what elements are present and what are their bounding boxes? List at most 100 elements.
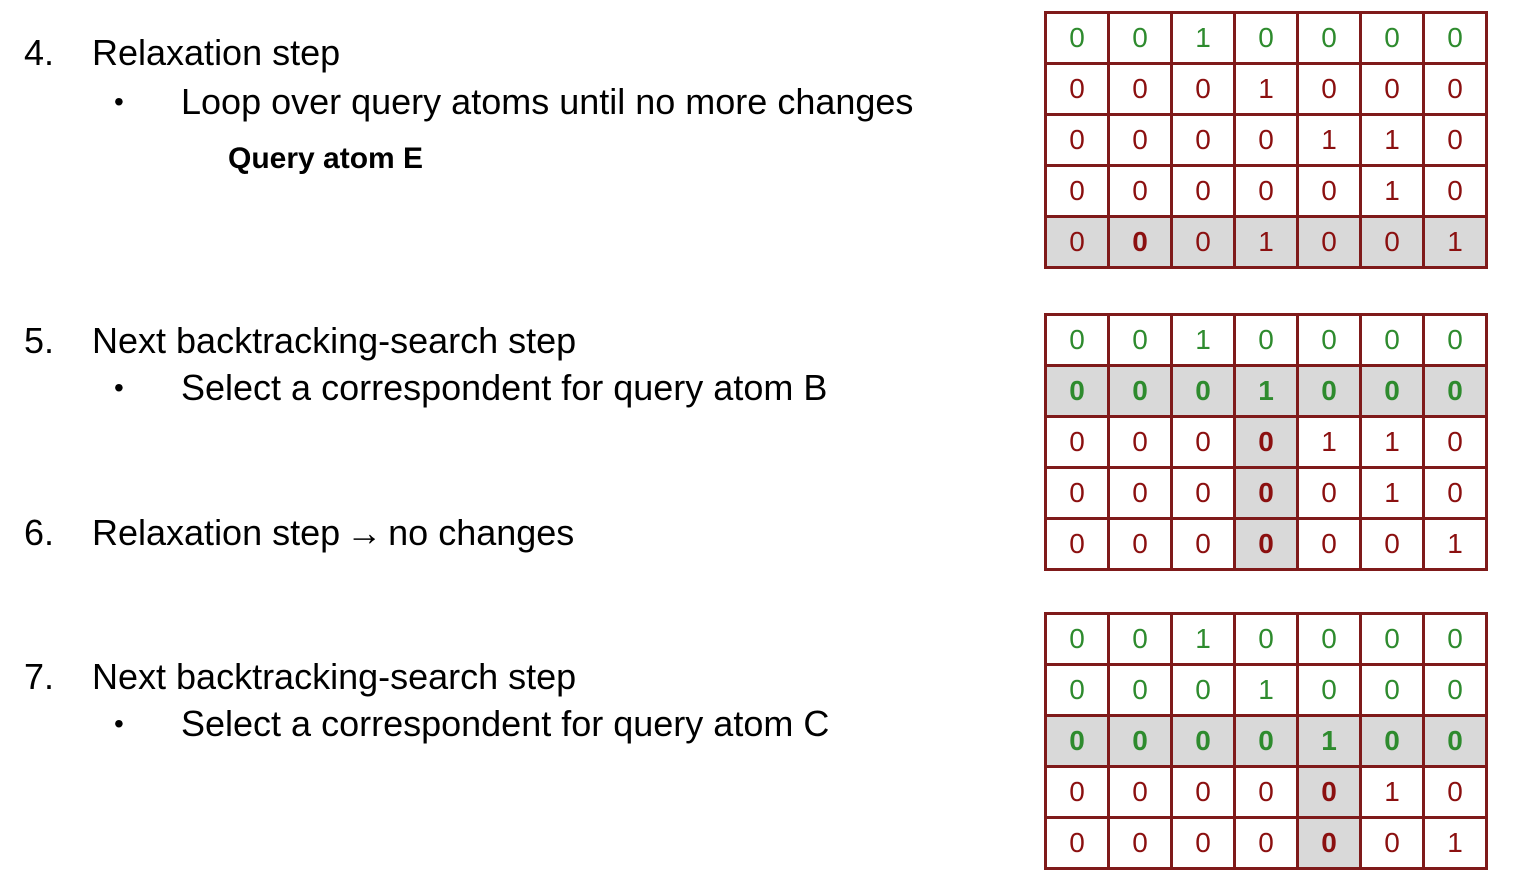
matrix-cell: 0 (1359, 816, 1425, 870)
matrix-cell: 0 (1359, 663, 1425, 717)
matrix-cell: 0 (1359, 215, 1425, 269)
matrix-cell: 0 (1107, 612, 1173, 666)
matrix-cell: 0 (1296, 364, 1362, 418)
matrix-cell: 0 (1107, 466, 1173, 520)
matrix-cell: 0 (1107, 816, 1173, 870)
matrix-cell: 0 (1233, 415, 1299, 469)
matrix-cell: 0 (1107, 11, 1173, 65)
matrix-cell: 0 (1233, 313, 1299, 367)
right-arrow-icon: → (346, 512, 383, 553)
matrix-cell: 0 (1044, 364, 1110, 418)
matrix-cell: 0 (1422, 364, 1488, 418)
step-result: no changes (388, 512, 575, 553)
matrix-cell: 0 (1422, 113, 1488, 167)
matrix-cell: 0 (1296, 663, 1362, 717)
step-title: Relaxation step (92, 32, 341, 73)
matrix-cell: 1 (1359, 466, 1425, 520)
matrix-cell: 0 (1233, 11, 1299, 65)
matrix-cell: 0 (1107, 765, 1173, 819)
matrix-cell: 1 (1359, 164, 1425, 218)
matrix-cell: 1 (1170, 313, 1236, 367)
matrix-cell: 0 (1233, 113, 1299, 167)
matrix-cell: 0 (1044, 816, 1110, 870)
matrix-cell: 0 (1359, 62, 1425, 116)
matrix-cell: 0 (1233, 164, 1299, 218)
matrix-cell: 0 (1422, 612, 1488, 666)
matrix-cell: 0 (1170, 113, 1236, 167)
matrix-cell: 0 (1296, 765, 1362, 819)
step-number: 7. (24, 656, 55, 697)
matrix-cell: 0 (1107, 364, 1173, 418)
matrix-cell: 0 (1233, 714, 1299, 768)
matrix-cell: 0 (1296, 215, 1362, 269)
bullet-icon: • (114, 708, 124, 739)
matrix-cell: 0 (1044, 765, 1110, 819)
matrix-cell: 0 (1107, 215, 1173, 269)
matrix-cell: 0 (1296, 612, 1362, 666)
matrix-cell: 0 (1107, 663, 1173, 717)
matrix-cell: 0 (1359, 714, 1425, 768)
matrix-cell: 0 (1107, 714, 1173, 768)
matrix-cell: 0 (1044, 663, 1110, 717)
step-title: Relaxation step (92, 512, 341, 553)
matrix-cell: 0 (1170, 466, 1236, 520)
matrix-cell: 0 (1044, 62, 1110, 116)
matrix-cell: 0 (1107, 62, 1173, 116)
matrix-cell: 1 (1296, 714, 1362, 768)
matrix-cell: 0 (1170, 517, 1236, 571)
matrix-cell: 0 (1107, 517, 1173, 571)
step-number: 6. (24, 512, 55, 553)
matrix-cell: 0 (1422, 663, 1488, 717)
matrix-cell: 0 (1422, 415, 1488, 469)
step-title: Next backtracking-search step (92, 320, 577, 361)
matrix-cell: 0 (1044, 612, 1110, 666)
step-title: Next backtracking-search step (92, 656, 577, 697)
step-4-subheading: Query atom E (228, 142, 424, 175)
matrix-cell: 1 (1170, 612, 1236, 666)
matrix-cell: 0 (1359, 612, 1425, 666)
matrix-cell: 0 (1044, 714, 1110, 768)
matrix-cell: 1 (1422, 517, 1488, 571)
matrix-cell: 0 (1422, 466, 1488, 520)
matrix-cell: 0 (1233, 517, 1299, 571)
matrix-cell: 0 (1170, 415, 1236, 469)
matrix-cell: 0 (1170, 62, 1236, 116)
matrix-cell: 1 (1233, 663, 1299, 717)
matrix-cell: 0 (1170, 816, 1236, 870)
matrix-cell: 0 (1296, 313, 1362, 367)
matrix-cell: 0 (1044, 313, 1110, 367)
matrix-cell: 1 (1359, 415, 1425, 469)
matrix-cell: 1 (1233, 62, 1299, 116)
bullet-text: Loop over query atoms until no more chan… (181, 81, 914, 122)
matrix-cell: 0 (1107, 113, 1173, 167)
matrix-cell: 1 (1359, 765, 1425, 819)
matrix-cell: 0 (1422, 62, 1488, 116)
matrix-cell: 0 (1359, 11, 1425, 65)
matrix-cell: 1 (1422, 816, 1488, 870)
matrix-cell: 0 (1170, 714, 1236, 768)
matrix-cell: 0 (1170, 663, 1236, 717)
matrix-cell: 0 (1422, 765, 1488, 819)
matrix-cell: 1 (1422, 215, 1488, 269)
matrix-cell: 0 (1044, 466, 1110, 520)
matrix-cell: 0 (1107, 415, 1173, 469)
matrix-cell: 0 (1296, 11, 1362, 65)
matrix-cell: 0 (1107, 313, 1173, 367)
matrix-cell: 0 (1422, 313, 1488, 367)
matrix-cell: 0 (1422, 714, 1488, 768)
step-number: 4. (24, 32, 55, 73)
